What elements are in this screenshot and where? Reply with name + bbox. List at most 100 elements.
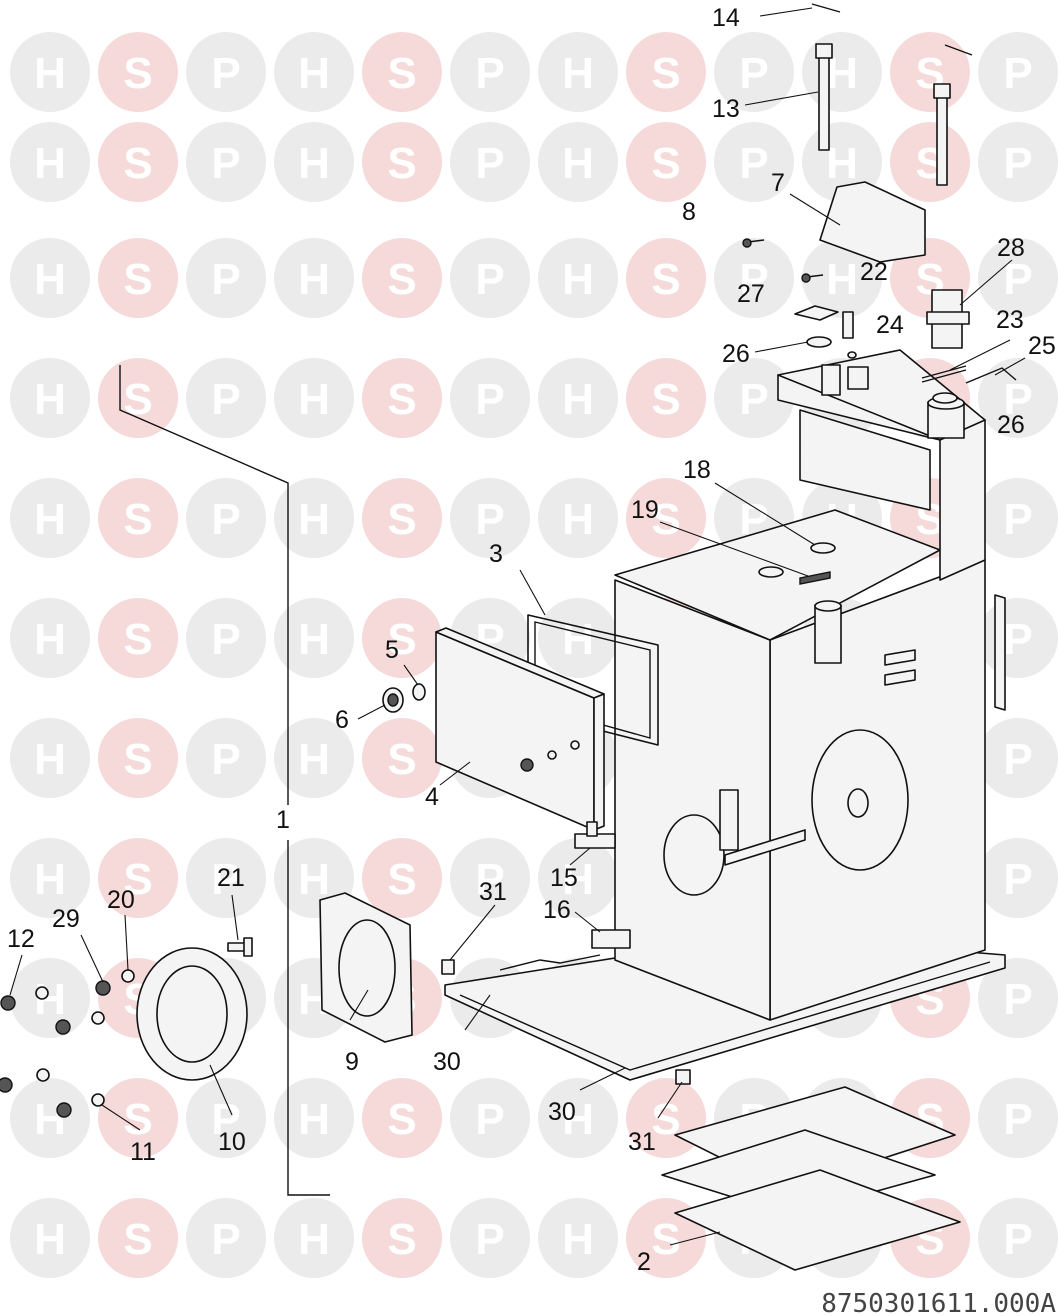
watermark-circle (450, 1078, 530, 1158)
watermark-letter: P (1003, 615, 1032, 664)
watermark-letter: P (1003, 495, 1032, 544)
watermark-circle (362, 238, 442, 318)
insulation-sheets (661, 1086, 961, 1271)
watermark-letter: P (739, 255, 768, 304)
callout-16: 16 (543, 896, 571, 924)
watermark-letter: S (651, 49, 680, 98)
watermark-circle (538, 478, 618, 558)
watermark-letter: P (1003, 49, 1032, 98)
door-panel (435, 627, 605, 831)
watermark-letter: H (298, 1215, 330, 1264)
assembly-bracket (119, 365, 289, 805)
watermark-letter: H (826, 139, 858, 188)
watermark-circle (538, 1198, 618, 1278)
watermark-letter: H (34, 1215, 66, 1264)
boiler-body (614, 349, 1006, 1021)
watermark-circle (978, 238, 1058, 318)
watermark-circle (978, 838, 1058, 918)
watermark-letter: P (475, 1095, 504, 1144)
watermark-letter: H (298, 1095, 330, 1144)
watermark-circle (362, 598, 442, 678)
watermark-letter: S (387, 615, 416, 664)
watermark-letter: P (1003, 375, 1032, 424)
watermark-letter: S (123, 495, 152, 544)
watermark-letter: H (298, 855, 330, 904)
burner-gasket (319, 892, 413, 1043)
watermark-letter: S (651, 255, 680, 304)
watermark-letter: H (34, 495, 66, 544)
watermark-letter: S (651, 495, 680, 544)
watermark-letter: H (298, 49, 330, 98)
callout-1: 1 (276, 806, 290, 834)
watermark-letter: P (1003, 139, 1032, 188)
callout-19: 19 (631, 496, 659, 524)
watermark-letter: S (387, 735, 416, 784)
watermark-letter: S (387, 855, 416, 904)
watermark-circle (186, 598, 266, 678)
callout-11: 11 (130, 1138, 156, 1166)
watermark-circle (714, 32, 794, 112)
watermark-circle (538, 122, 618, 202)
watermark-circle (10, 1198, 90, 1278)
watermark-circle (10, 238, 90, 318)
watermark-letter: P (739, 49, 768, 98)
watermark-letter: P (475, 49, 504, 98)
burner-flange (136, 947, 248, 1081)
watermark-letter: H (562, 255, 594, 304)
watermark-letter: S (123, 1095, 152, 1144)
watermark-circle (274, 358, 354, 438)
callout-31a: 31 (479, 878, 507, 906)
watermark-circle (450, 122, 530, 202)
watermark-letter: H (562, 49, 594, 98)
callout-25: 25 (1028, 332, 1056, 360)
callout-23: 23 (996, 306, 1024, 334)
watermark-circle (274, 238, 354, 318)
callout-15: 15 (550, 864, 578, 892)
watermark-letter: S (387, 495, 416, 544)
watermark-circle (10, 358, 90, 438)
split-pin (921, 365, 967, 383)
watermark-letter: P (211, 1095, 240, 1144)
safety-valve (926, 289, 970, 349)
watermark-circle (978, 358, 1058, 438)
sealing-washer (806, 336, 958, 404)
watermark-letter: S (123, 1215, 152, 1264)
watermark-letter: P (475, 139, 504, 188)
watermark-letter: S (387, 1215, 416, 1264)
watermark-letter: H (34, 139, 66, 188)
callout-6: 6 (335, 706, 349, 734)
watermark-circle (186, 838, 266, 918)
callout-31b: 31 (628, 1128, 656, 1156)
callout-30a: 30 (433, 1048, 461, 1076)
bolt (227, 937, 253, 957)
watermark-letter: P (211, 255, 240, 304)
watermark-circle (274, 1198, 354, 1278)
watermark-letter: S (387, 49, 416, 98)
watermark-circle (714, 238, 794, 318)
watermark-letter: P (211, 49, 240, 98)
watermark-letter: P (1003, 1095, 1032, 1144)
watermark-circle (978, 122, 1058, 202)
watermark-circle (98, 1078, 178, 1158)
watermark-letter: S (123, 615, 152, 664)
watermark-letter: S (651, 375, 680, 424)
watermark-circle (274, 718, 354, 798)
watermark-circle (362, 32, 442, 112)
watermark-circle (626, 238, 706, 318)
watermark-circle (98, 478, 178, 558)
leader-lines (9, 7, 1026, 1246)
watermark-circle (978, 718, 1058, 798)
watermark-letter: S (387, 375, 416, 424)
watermark-circle (186, 32, 266, 112)
watermark-circle (98, 32, 178, 112)
callout-24: 24 (876, 311, 904, 339)
watermark-letter: H (34, 49, 66, 98)
watermark-circle (274, 478, 354, 558)
callout-26b: 26 (997, 411, 1025, 439)
watermark-circle (802, 238, 882, 318)
callout-4: 4 (425, 783, 439, 811)
callout-29: 29 (52, 905, 80, 933)
watermark-letter: H (34, 615, 66, 664)
watermark-circle (186, 1198, 266, 1278)
